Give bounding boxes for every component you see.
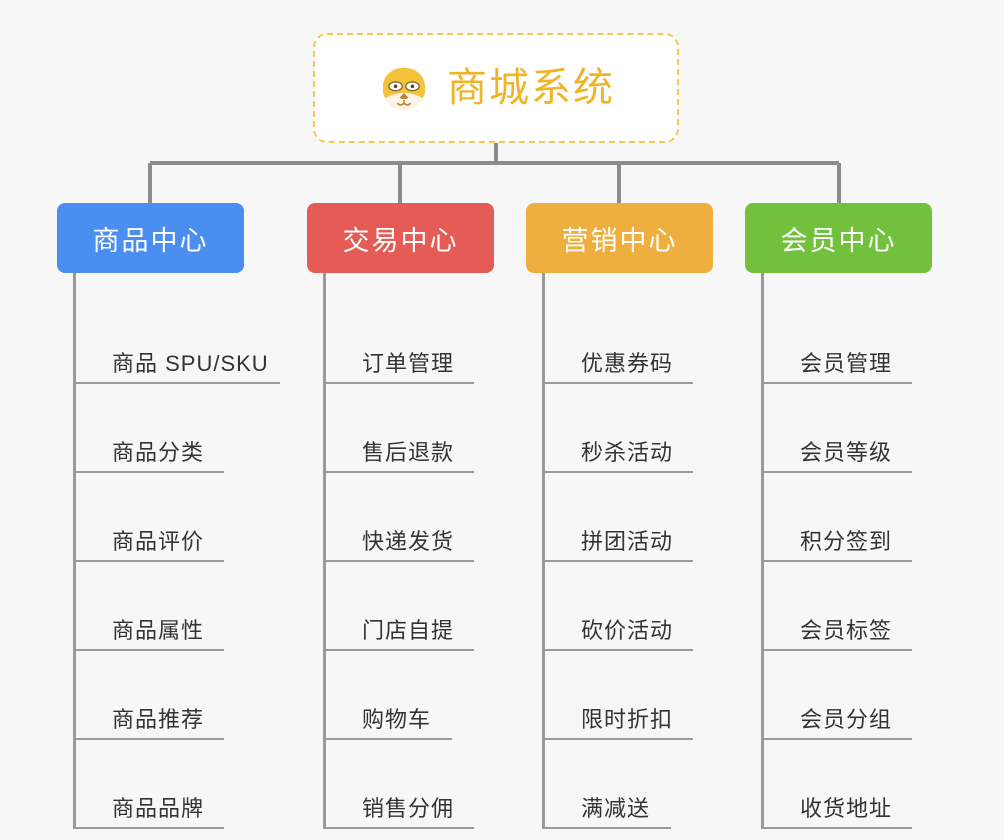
leaf-label: 门店自提 xyxy=(362,617,455,643)
leaf-label: 满减送 xyxy=(581,795,651,821)
leaf-item[interactable]: 商品分类 xyxy=(76,384,244,473)
leaf-item[interactable]: 会员标签 xyxy=(764,562,932,651)
leaf-underline xyxy=(76,827,224,829)
leaf-label: 商品品牌 xyxy=(112,795,205,821)
branch-header-label: 会员中心 xyxy=(780,225,897,256)
leaf-label: 售后退款 xyxy=(362,439,455,465)
leaf-label: 会员等级 xyxy=(800,439,893,465)
leaf-item[interactable]: 订单管理 xyxy=(326,295,494,384)
leaf-label: 商品属性 xyxy=(112,617,205,643)
leaf-item[interactable]: 限时折扣 xyxy=(545,651,713,740)
leaf-label: 购物车 xyxy=(362,706,432,732)
leaf-underline xyxy=(76,649,224,651)
branch-header-label: 商品中心 xyxy=(92,225,209,256)
leaf-item[interactable]: 会员等级 xyxy=(764,384,932,473)
branch-header-product[interactable]: 商品中心 xyxy=(57,203,244,273)
leaf-label: 限时折扣 xyxy=(581,706,674,732)
leaf-label: 会员标签 xyxy=(800,617,893,643)
leaf-item[interactable]: 商品品牌 xyxy=(76,740,244,829)
leaf-item[interactable]: 售后退款 xyxy=(326,384,494,473)
leaf-label: 订单管理 xyxy=(362,350,455,376)
leaf-underline xyxy=(326,560,474,562)
leaf-label: 秒杀活动 xyxy=(581,439,674,465)
leaf-item[interactable]: 会员管理 xyxy=(764,295,932,384)
leaf-item[interactable]: 商品 SPU/SKU xyxy=(76,295,280,384)
branch-column-trade: 交易中心 订单管理 售后退款 快递发货 门店自提 购物车 xyxy=(307,203,494,829)
leaf-label: 销售分佣 xyxy=(362,795,455,821)
leaf-item[interactable]: 满减送 xyxy=(545,740,713,829)
branch-header-marketing[interactable]: 营销中心 xyxy=(526,203,713,273)
root-title: 商城系统 xyxy=(447,66,615,110)
leaf-label: 商品推荐 xyxy=(112,706,205,732)
leaf-underline xyxy=(545,738,693,740)
leaf-item[interactable]: 快递发货 xyxy=(326,473,494,562)
branch-column-product: 商品中心 商品 SPU/SKU 商品分类 商品评价 商品属性 商品推荐 xyxy=(57,203,280,829)
leaf-item[interactable]: 积分签到 xyxy=(764,473,932,562)
leaf-underline xyxy=(326,738,452,740)
branch-column-member: 会员中心 会员管理 会员等级 积分签到 会员标签 会员分组 xyxy=(745,203,932,829)
leaf-item[interactable]: 拼团活动 xyxy=(545,473,713,562)
leaf-underline xyxy=(545,827,671,829)
leaf-label: 优惠券码 xyxy=(581,350,674,376)
leaf-item[interactable]: 商品推荐 xyxy=(76,651,244,740)
leaf-label: 会员分组 xyxy=(800,706,893,732)
leaf-item[interactable]: 购物车 xyxy=(326,651,494,740)
leaf-underline xyxy=(76,738,224,740)
leaf-label: 收货地址 xyxy=(800,795,893,821)
leaf-underline xyxy=(764,827,912,829)
leaf-underline xyxy=(764,471,912,473)
leaf-underline xyxy=(76,560,224,562)
leaf-item[interactable]: 砍价活动 xyxy=(545,562,713,651)
leaf-underline xyxy=(326,827,474,829)
leaf-list-trade: 订单管理 售后退款 快递发货 门店自提 购物车 销售分佣 xyxy=(323,273,494,829)
branch-header-label: 交易中心 xyxy=(342,225,459,256)
leaf-underline xyxy=(545,560,693,562)
leaf-item[interactable]: 门店自提 xyxy=(326,562,494,651)
branch-header-member[interactable]: 会员中心 xyxy=(745,203,932,273)
leaf-item[interactable]: 商品评价 xyxy=(76,473,244,562)
leaf-underline xyxy=(545,471,693,473)
leaf-list-marketing: 优惠券码 秒杀活动 拼团活动 砍价活动 限时折扣 满减送 xyxy=(542,273,713,829)
shiba-dog-icon xyxy=(382,67,426,111)
leaf-label: 砍价活动 xyxy=(581,617,674,643)
leaf-underline xyxy=(76,471,224,473)
branch-header-trade[interactable]: 交易中心 xyxy=(307,203,494,273)
leaf-item[interactable]: 会员分组 xyxy=(764,651,932,740)
leaf-label: 商品 SPU/SKU xyxy=(112,350,269,376)
leaf-underline xyxy=(326,471,474,473)
root-node-mall-system[interactable]: 商城系统 xyxy=(313,33,679,143)
branch-column-marketing: 营销中心 优惠券码 秒杀活动 拼团活动 砍价活动 限时折扣 xyxy=(526,203,713,829)
leaf-underline xyxy=(545,382,693,384)
leaf-item[interactable]: 销售分佣 xyxy=(326,740,494,829)
leaf-underline xyxy=(326,649,474,651)
leaf-underline xyxy=(764,560,912,562)
leaf-label: 快递发货 xyxy=(362,528,455,554)
leaf-item[interactable]: 秒杀活动 xyxy=(545,384,713,473)
leaf-list-member: 会员管理 会员等级 积分签到 会员标签 会员分组 收货地址 xyxy=(761,273,932,829)
leaf-list-product: 商品 SPU/SKU 商品分类 商品评价 商品属性 商品推荐 商品品牌 xyxy=(73,273,280,829)
leaf-underline xyxy=(545,649,693,651)
leaf-label: 商品分类 xyxy=(112,439,205,465)
leaf-underline xyxy=(764,738,912,740)
leaf-underline xyxy=(764,382,912,384)
leaf-underline xyxy=(76,382,280,384)
leaf-label: 商品评价 xyxy=(112,528,205,554)
leaf-underline xyxy=(326,382,474,384)
branch-header-label: 营销中心 xyxy=(561,225,678,256)
leaf-label: 拼团活动 xyxy=(581,528,674,554)
leaf-item[interactable]: 商品属性 xyxy=(76,562,244,651)
leaf-item[interactable]: 优惠券码 xyxy=(545,295,713,384)
leaf-label: 积分签到 xyxy=(800,528,893,554)
leaf-label: 会员管理 xyxy=(800,350,893,376)
leaf-item[interactable]: 收货地址 xyxy=(764,740,932,829)
leaf-underline xyxy=(764,649,912,651)
